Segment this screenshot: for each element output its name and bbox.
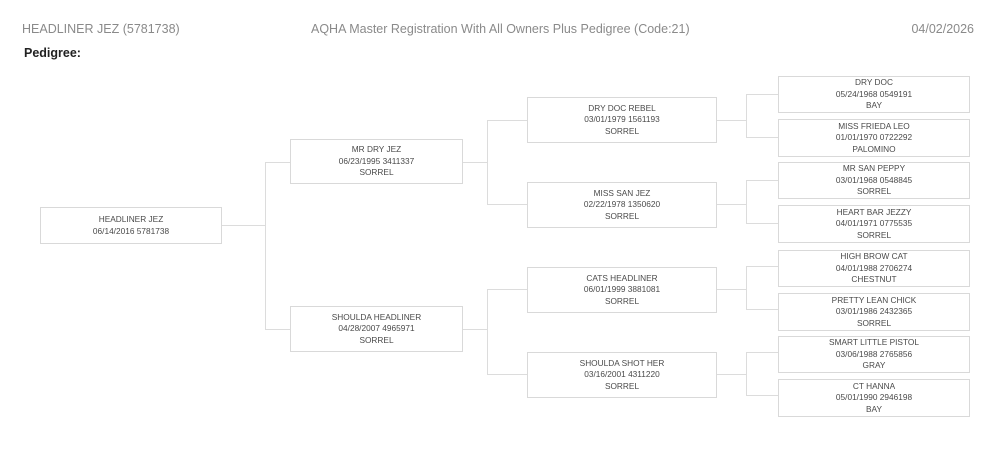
connector-line bbox=[487, 289, 488, 375]
horse-name: CATS HEADLINER bbox=[586, 272, 658, 283]
connector-line bbox=[746, 94, 747, 138]
horse-info: 06/23/1995 3411337 bbox=[338, 155, 415, 166]
pedigree-gen3: HEART BAR JEZZY 04/01/1971 0775535 SORRE… bbox=[778, 205, 970, 243]
pedigree-gen3: CT HANNA 05/01/1990 2946198 BAY bbox=[778, 379, 970, 417]
horse-info: 03/01/1968 0548845 bbox=[835, 174, 913, 185]
pedigree-gen3: PRETTY LEAN CHICK 03/01/1986 2432365 SOR… bbox=[778, 293, 970, 331]
horse-info: 06/14/2016 5781738 bbox=[92, 225, 170, 236]
connector-line bbox=[746, 180, 778, 181]
horse-info: 04/01/1988 2706274 bbox=[835, 262, 913, 273]
horse-color: SORREL bbox=[856, 186, 892, 197]
connector-line bbox=[463, 329, 488, 330]
horse-color: SORREL bbox=[359, 167, 394, 178]
horse-color: SORREL bbox=[604, 125, 640, 136]
connector-line bbox=[487, 120, 488, 205]
pedigree-gen3: DRY DOC 05/24/1968 0549191 BAY bbox=[778, 76, 970, 113]
horse-info: 05/01/1990 2946198 bbox=[835, 392, 913, 403]
pedigree-dam-dam: SHOULDA SHOT HER 03/16/2001 4311220 SORR… bbox=[527, 352, 717, 398]
connector-line bbox=[746, 137, 778, 138]
horse-color: SORREL bbox=[359, 334, 394, 345]
horse-name: SHOULDA SHOT HER bbox=[579, 357, 665, 368]
horse-info: 05/24/1968 0549191 bbox=[835, 88, 913, 99]
horse-info: 04/01/1971 0775535 bbox=[835, 218, 913, 229]
pedigree-gen3: HIGH BROW CAT 04/01/1988 2706274 CHESTNU… bbox=[778, 250, 970, 287]
horse-info: 03/16/2001 4311220 bbox=[584, 369, 660, 380]
horse-info: 03/01/1979 1561193 bbox=[584, 114, 660, 125]
connector-line bbox=[265, 162, 266, 330]
connector-line bbox=[487, 374, 527, 375]
connector-line bbox=[487, 120, 527, 121]
connector-line bbox=[717, 289, 747, 290]
connector-line bbox=[717, 120, 747, 121]
horse-name: HEART BAR JEZZY bbox=[836, 206, 912, 217]
horse-info: 04/28/2007 4965971 bbox=[338, 323, 415, 334]
connector-line bbox=[746, 180, 747, 224]
connector-line bbox=[487, 204, 527, 205]
connector-line bbox=[746, 266, 778, 267]
pedigree-gen3: SMART LITTLE PISTOL 03/06/1988 2765856 G… bbox=[778, 336, 970, 373]
header-date: 04/02/2026 bbox=[911, 22, 974, 36]
connector-line bbox=[746, 266, 747, 310]
horse-color: CHESTNUT bbox=[851, 274, 897, 285]
horse-name: DRY DOC bbox=[855, 77, 893, 88]
pedigree-sire-sire: DRY DOC REBEL 03/01/1979 1561193 SORREL bbox=[527, 97, 717, 143]
horse-name: HIGH BROW CAT bbox=[840, 251, 908, 262]
connector-line bbox=[746, 352, 778, 353]
horse-info: 03/01/1986 2432365 bbox=[835, 306, 913, 317]
horse-color: SORREL bbox=[604, 295, 640, 306]
horse-color: GRAY bbox=[862, 360, 886, 371]
horse-name: SHOULDA HEADLINER bbox=[331, 311, 422, 322]
connector-line bbox=[717, 204, 747, 205]
connector-line bbox=[746, 309, 778, 310]
horse-info: 03/06/1988 2765856 bbox=[835, 348, 913, 359]
horse-name: PRETTY LEAN CHICK bbox=[831, 294, 917, 305]
horse-color: BAY bbox=[866, 403, 882, 414]
horse-info: 02/22/1978 1350620 bbox=[583, 199, 661, 210]
horse-name: MR DRY JEZ bbox=[351, 144, 402, 155]
horse-color: SORREL bbox=[604, 380, 640, 391]
connector-line bbox=[265, 329, 290, 330]
header-horse-name: HEADLINER JEZ (5781738) bbox=[22, 22, 180, 36]
horse-color: SORREL bbox=[604, 210, 640, 221]
pedigree-subject: HEADLINER JEZ 06/14/2016 5781738 bbox=[40, 207, 222, 244]
horse-name: MISS SAN JEZ bbox=[593, 187, 651, 198]
header-report-title: AQHA Master Registration With All Owners… bbox=[311, 22, 690, 36]
connector-line bbox=[746, 94, 778, 95]
horse-info: 06/01/1999 3881081 bbox=[583, 284, 661, 295]
horse-name: SMART LITTLE PISTOL bbox=[829, 337, 919, 348]
horse-color: SORREL bbox=[856, 317, 892, 328]
horse-name: HEADLINER JEZ bbox=[98, 214, 164, 224]
horse-name: MR SAN PEPPY bbox=[842, 163, 906, 174]
horse-name: MISS FRIEDA LEO bbox=[838, 120, 910, 131]
horse-name: CT HANNA bbox=[852, 380, 896, 391]
connector-line bbox=[717, 374, 747, 375]
horse-color: SORREL bbox=[856, 229, 892, 240]
connector-line bbox=[463, 162, 488, 163]
connector-line bbox=[265, 162, 290, 163]
horse-name: DRY DOC REBEL bbox=[588, 102, 656, 113]
pedigree-sire-dam: MISS SAN JEZ 02/22/1978 1350620 SORREL bbox=[527, 182, 717, 228]
pedigree-dam: SHOULDA HEADLINER 04/28/2007 4965971 SOR… bbox=[290, 306, 463, 352]
connector-line bbox=[746, 395, 778, 396]
horse-info: 01/01/1970 0722292 bbox=[835, 132, 913, 143]
horse-color: PALOMINO bbox=[852, 143, 896, 154]
section-title: Pedigree: bbox=[24, 46, 81, 60]
pedigree-dam-sire: CATS HEADLINER 06/01/1999 3881081 SORREL bbox=[527, 267, 717, 313]
connector-line bbox=[746, 352, 747, 396]
pedigree-sire: MR DRY JEZ 06/23/1995 3411337 SORREL bbox=[290, 139, 463, 184]
connector-line bbox=[487, 289, 527, 290]
pedigree-gen3: MR SAN PEPPY 03/01/1968 0548845 SORREL bbox=[778, 162, 970, 199]
horse-color: BAY bbox=[866, 100, 882, 111]
connector-line bbox=[222, 225, 266, 226]
connector-line bbox=[746, 223, 778, 224]
pedigree-gen3: MISS FRIEDA LEO 01/01/1970 0722292 PALOM… bbox=[778, 119, 970, 157]
